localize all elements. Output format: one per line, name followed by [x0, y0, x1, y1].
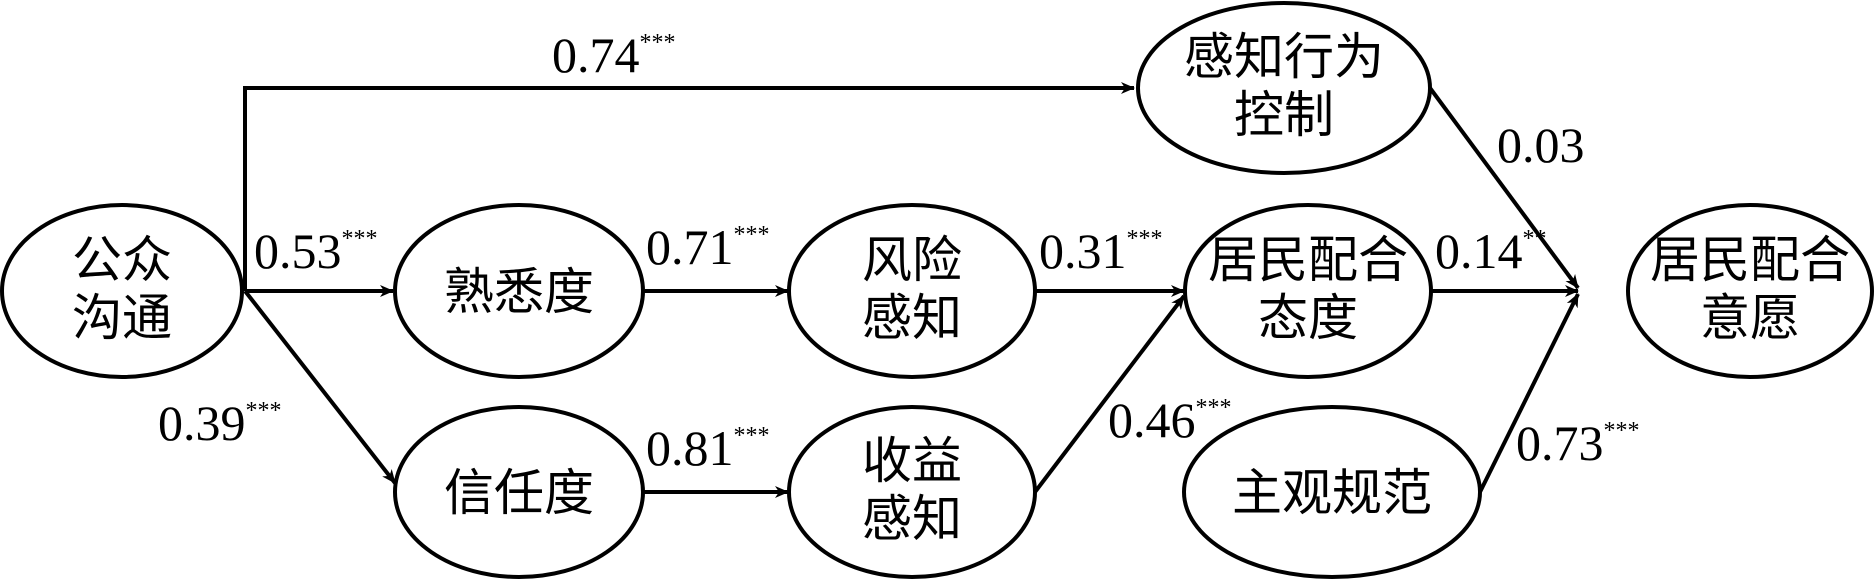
node-risk	[787, 203, 1037, 379]
coef-label: 0.53***	[254, 223, 378, 279]
coef-label: 0.81***	[646, 420, 770, 476]
edge-public-comm-to-trust	[243, 289, 397, 485]
coef-label: 0.46***	[1108, 392, 1232, 448]
node-trust	[393, 405, 645, 579]
coef-label: 0.74***	[552, 27, 676, 83]
coef-label: 0.31***	[1039, 223, 1163, 279]
edge-benefit-to-attitude	[1033, 294, 1186, 494]
edge-public-comm-to-pbc	[243, 82, 1135, 291]
edge-norm-to-intention	[1478, 293, 1580, 493]
node-norm	[1182, 405, 1482, 579]
node-label-benefit: 收益	[862, 432, 962, 490]
node-intention	[1626, 203, 1874, 379]
node-public-comm	[0, 203, 244, 379]
node-label-familiarity: 熟悉度	[444, 263, 594, 321]
coef-label: 0.73***	[1516, 415, 1640, 471]
node-label-intention: 居民配合	[1650, 231, 1850, 289]
coef-label: 0.39***	[158, 395, 282, 451]
coef-label: 0.03	[1497, 117, 1585, 173]
node-label-norm: 主观规范	[1232, 464, 1432, 522]
node-label-trust: 信任度	[444, 464, 594, 522]
node-label-attitude: 居民配合	[1208, 231, 1408, 289]
node-label-attitude-2: 态度	[1258, 289, 1358, 347]
node-benefit	[787, 405, 1037, 579]
node-label-risk-2: 感知	[862, 289, 962, 347]
node-pbc	[1136, 1, 1432, 175]
node-attitude	[1183, 203, 1433, 379]
node-label-risk: 风险	[862, 231, 962, 289]
edge-pbc-to-intention	[1428, 86, 1580, 290]
node-label-pbc: 感知行为	[1184, 28, 1384, 86]
coef-label: 0.71***	[646, 219, 770, 275]
node-label-pbc-2: 控制	[1234, 86, 1334, 144]
node-familiarity	[393, 203, 645, 379]
coef-label: 0.14**	[1435, 223, 1547, 279]
node-label-public-comm: 公众	[72, 231, 172, 289]
node-label-intention-2: 意愿	[1700, 289, 1800, 347]
node-label-public-comm-2: 沟通	[72, 289, 172, 347]
node-label-benefit-2: 感知	[862, 490, 962, 548]
